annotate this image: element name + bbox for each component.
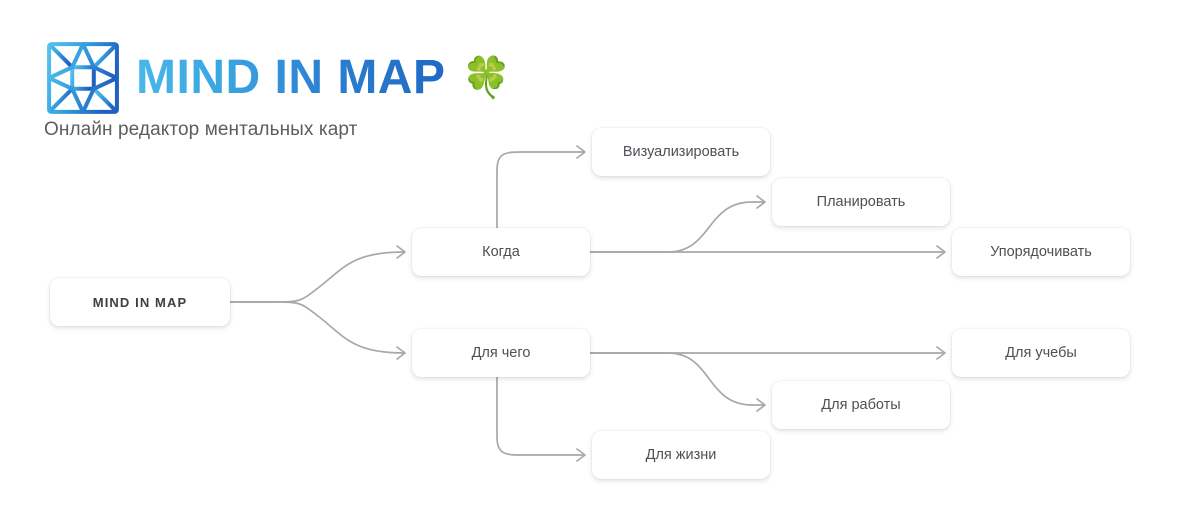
mindmap-node-for-work[interactable]: Для работы (772, 381, 950, 429)
edge-root-to-whatfor (229, 301, 406, 360)
mindmap-node-organize[interactable]: Упорядочивать (952, 228, 1130, 276)
mindmap-node-for-life[interactable]: Для жизни (592, 431, 770, 479)
edge-when-to-organize (589, 245, 946, 259)
four-leaf-clover-icon: 🍀 (461, 56, 512, 100)
edge-whatfor-to-for-work (589, 352, 766, 412)
edge-whatfor-to-for-life (496, 376, 586, 462)
mindmap-node-for-study[interactable]: Для учебы (952, 329, 1130, 377)
edge-root-to-when (229, 245, 406, 303)
mindmap-node-root[interactable]: MIND IN MAP (50, 278, 230, 326)
brand-header: MIND IN MAP 🍀 Онлайн редактор ментальных… (44, 42, 512, 141)
edge-when-to-visualize (496, 145, 586, 229)
mindmap-node-whatfor[interactable]: Для чего (412, 329, 590, 377)
mindmap-node-when[interactable]: Когда (412, 228, 590, 276)
mindmap-node-plan[interactable]: Планировать (772, 178, 950, 226)
brand-logo-row: MIND IN MAP 🍀 (44, 42, 512, 114)
pinwheel-square-logo-icon (47, 42, 119, 114)
brand-wordmark: MIND IN MAP (136, 51, 446, 104)
brand-subtitle: Онлайн редактор ментальных карт (44, 119, 358, 140)
mindmap-node-visualize[interactable]: Визуализировать (592, 128, 770, 176)
edge-when-to-plan (589, 195, 766, 253)
